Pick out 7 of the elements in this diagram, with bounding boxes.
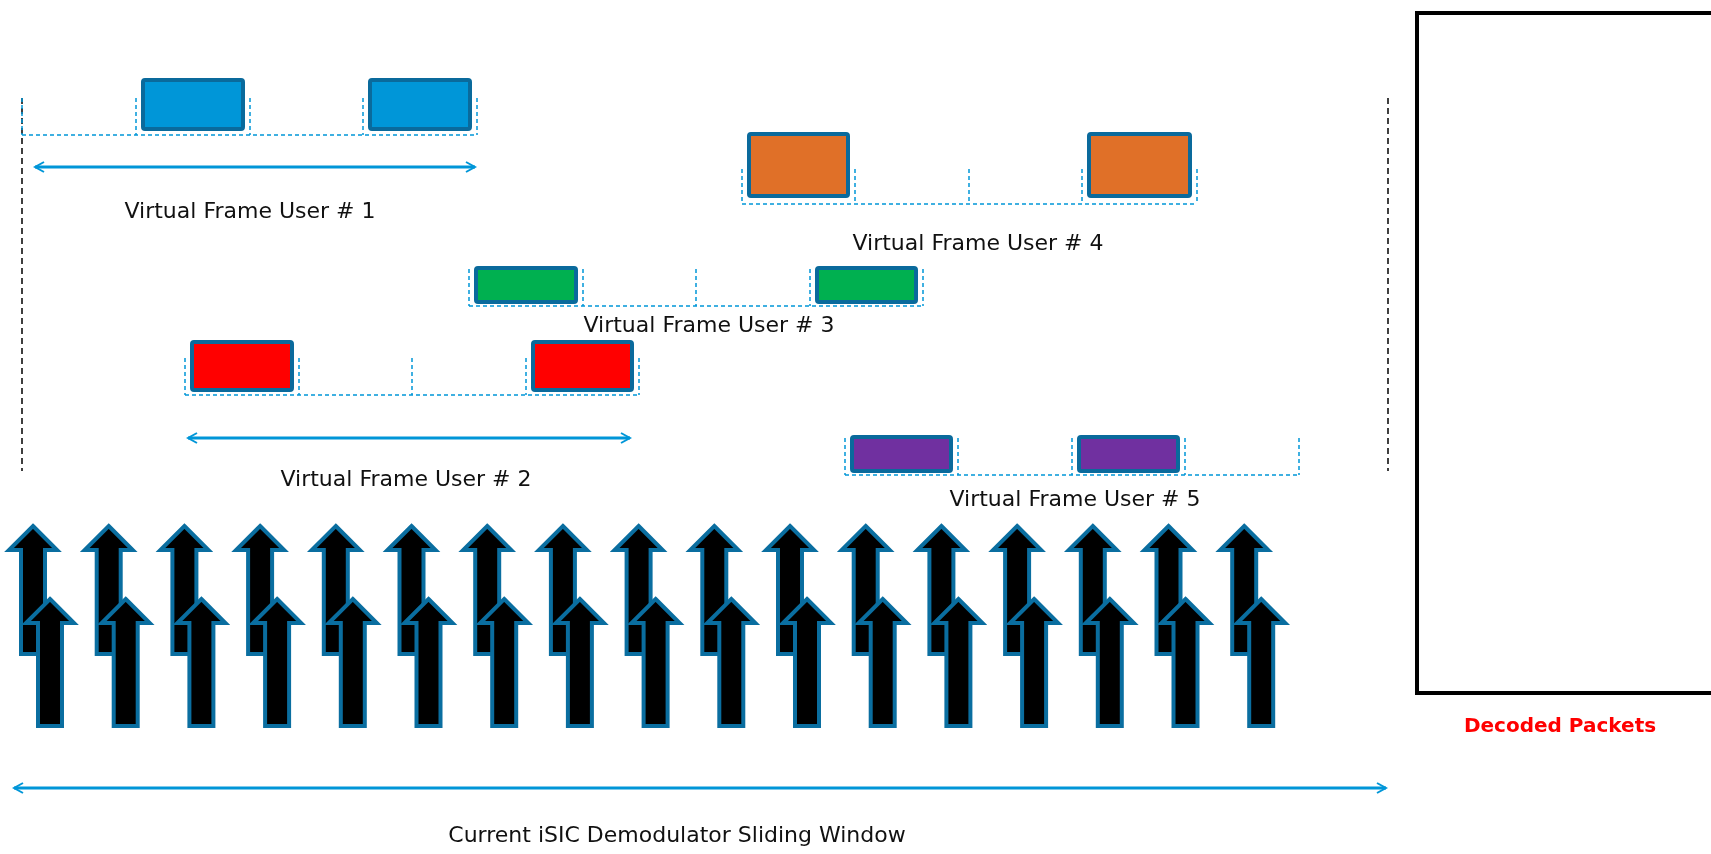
frame-caption: Virtual Frame User # 3 — [583, 312, 835, 337]
frame-caption: Virtual Frame User # 5 — [949, 486, 1201, 511]
frame-caption: Virtual Frame User # 2 — [280, 466, 532, 491]
frame-caption: Current iSIC Demodulator Sliding Window — [448, 822, 906, 847]
frame-caption: Virtual Frame User # 1 — [124, 198, 376, 223]
frame-caption: Virtual Frame User # 4 — [852, 230, 1104, 255]
panel-heading: Decoded Packets — [1463, 713, 1657, 737]
